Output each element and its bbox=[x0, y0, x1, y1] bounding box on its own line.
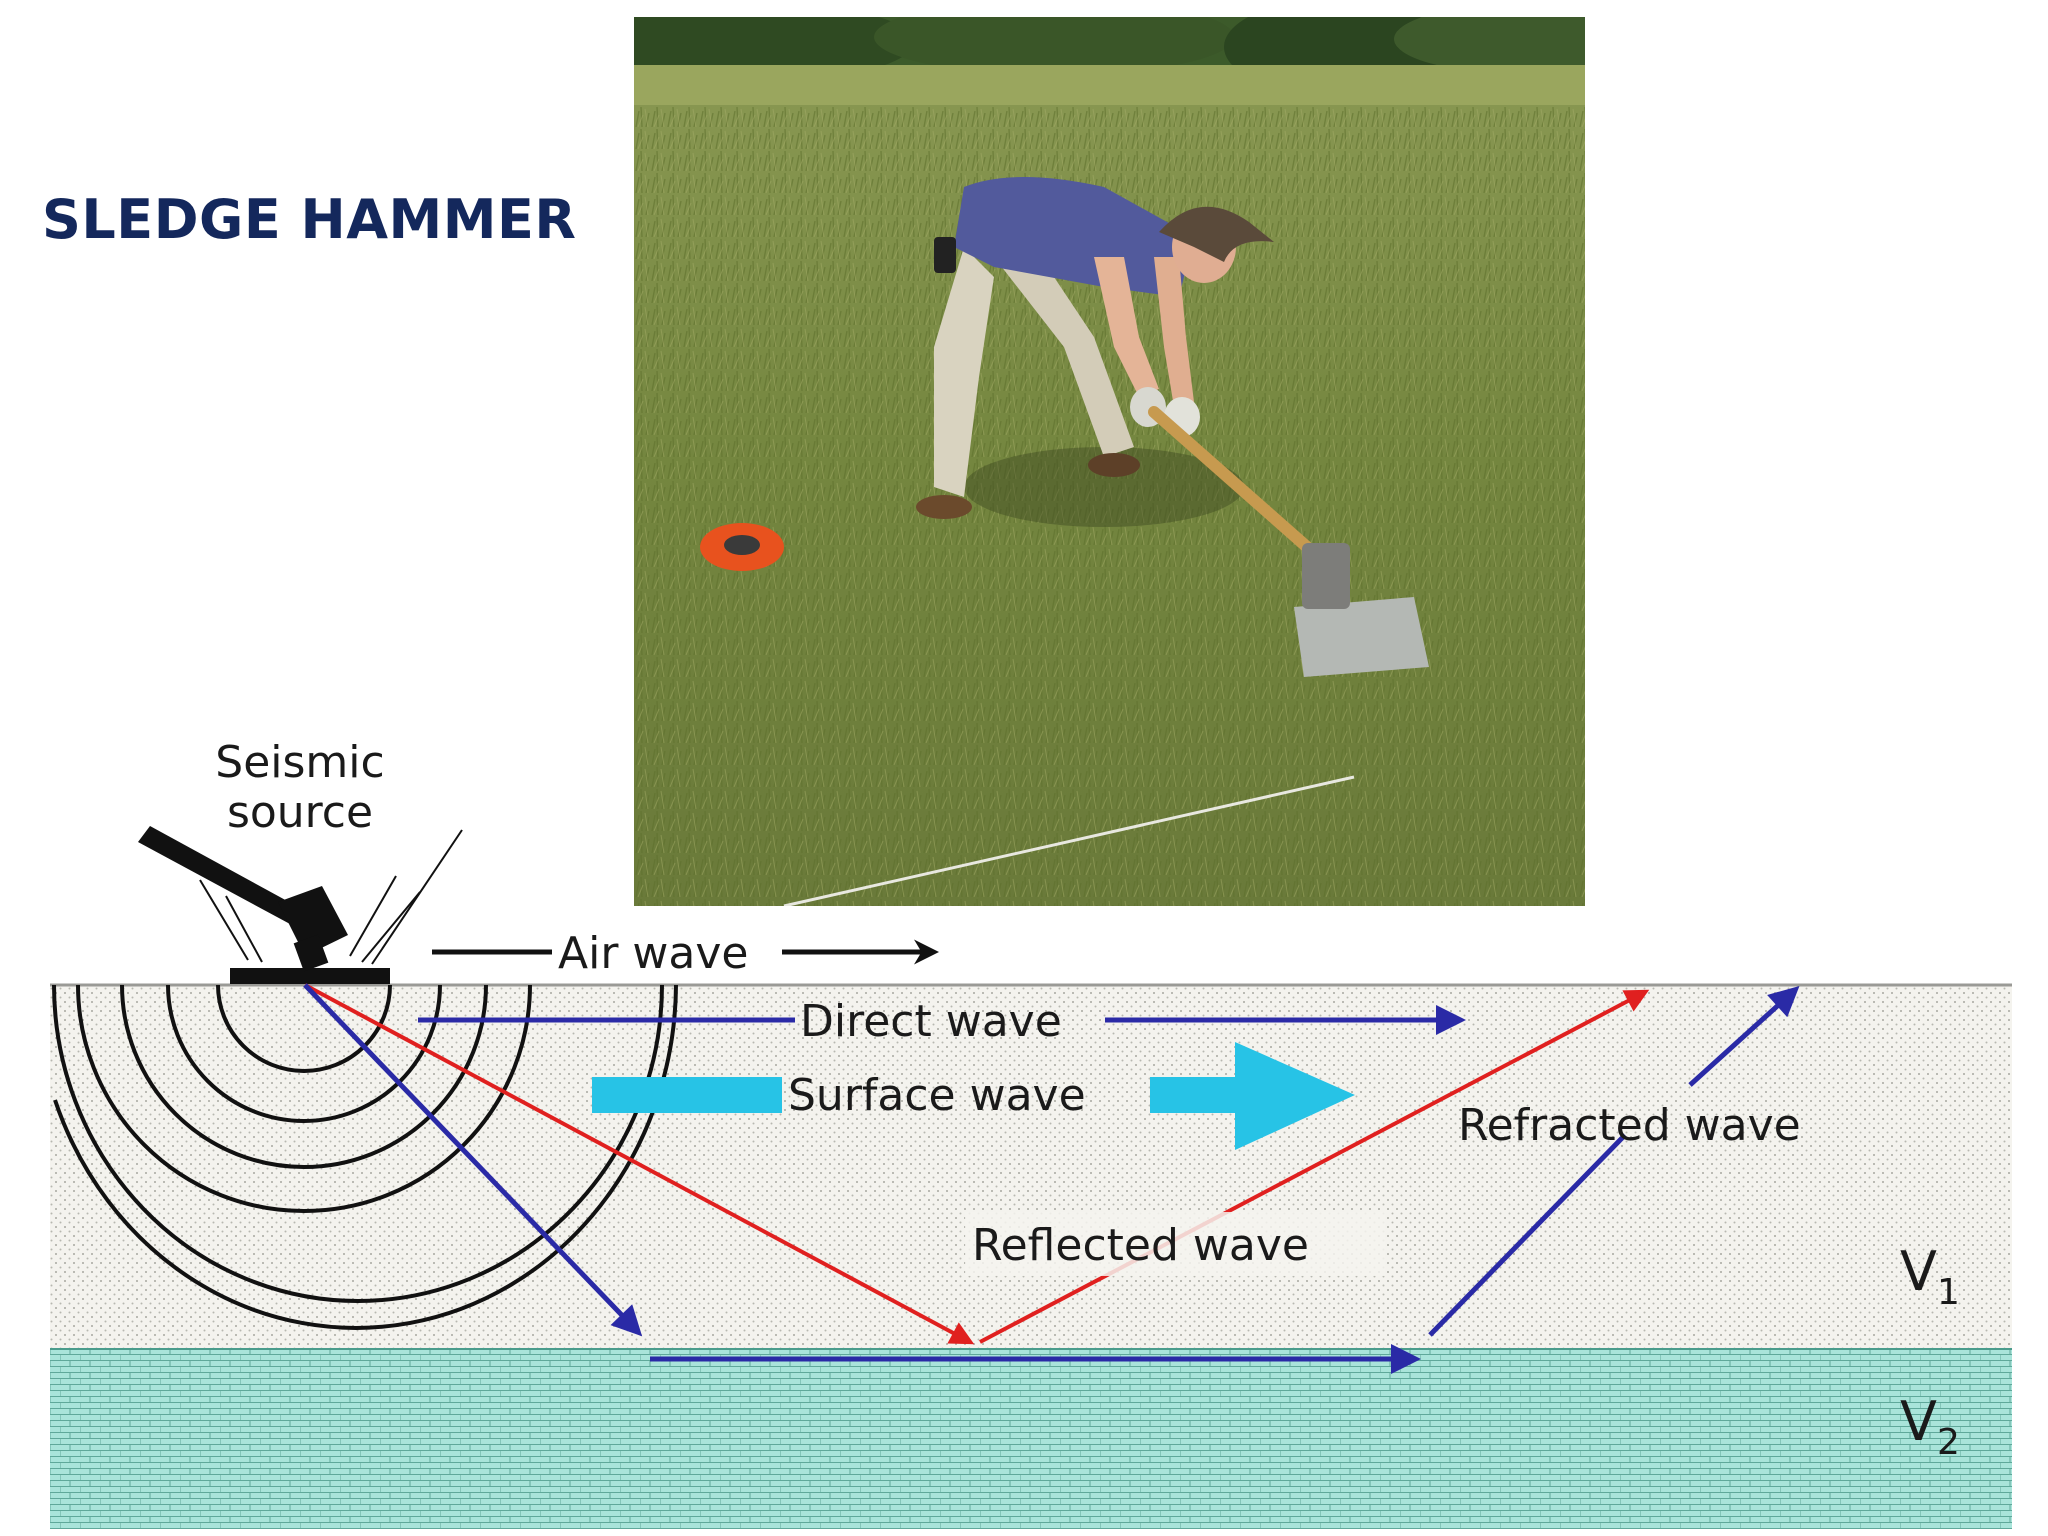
refracted-wave-up-lower bbox=[1428, 1133, 1627, 1337]
reflected-wave-label: Reflected wave bbox=[972, 1220, 1309, 1271]
lower-layer-v2 bbox=[50, 1349, 2012, 1529]
page-title: SLEDGE HAMMER bbox=[42, 188, 577, 251]
refracted-wave-up-upper bbox=[1688, 985, 1800, 1087]
seismic-source-icon bbox=[138, 826, 463, 984]
direct-wave-label: Direct wave bbox=[800, 996, 1062, 1047]
seismic-label-line1: Seismic bbox=[215, 737, 384, 788]
v1-label: V1 bbox=[1900, 1240, 1960, 1313]
reflected-wave-down bbox=[304, 983, 975, 1345]
sledge-hammer-photo bbox=[634, 17, 1585, 906]
reflected-wave-up bbox=[979, 989, 1650, 1344]
air-wave-label: Air wave bbox=[558, 928, 748, 979]
v2-label: V2 bbox=[1900, 1390, 1960, 1463]
surface-wave-arrow bbox=[1150, 1042, 1355, 1150]
upper-layer-v1 bbox=[50, 985, 2012, 1349]
seismic-wave-diagram: Seismic source Air wave Direct wave Surf… bbox=[50, 737, 2012, 1529]
surface-wave-label: Surface wave bbox=[788, 1070, 1086, 1121]
refracted-wave-label: Refracted wave bbox=[1458, 1100, 1801, 1151]
seismic-label-line2: source bbox=[227, 787, 373, 838]
refracted-wave-down bbox=[303, 983, 643, 1337]
